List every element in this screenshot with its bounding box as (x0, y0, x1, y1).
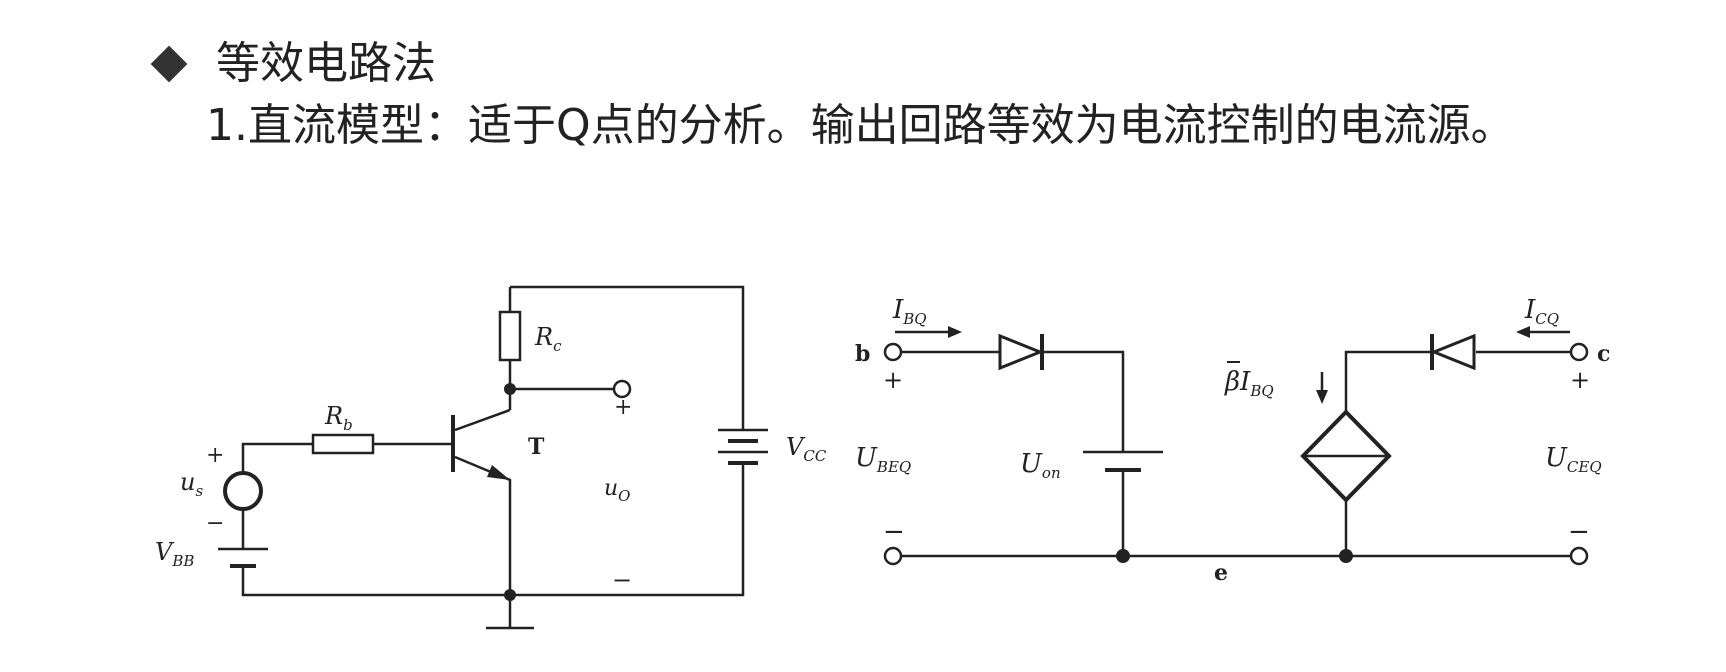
subtitle-text: 1.直流模型：适于Q点的分析。输出回路等效为电流控制的电流源。 (206, 100, 1515, 151)
terminal-e-left (883, 546, 903, 566)
slide-heading-block: 等效电路法 1.直流模型：适于Q点的分析。输出回路等效为电流控制的电流源。 (150, 36, 1515, 156)
uo-plus-sign: + (614, 395, 632, 420)
terminal-e-right (1569, 546, 1589, 566)
label-rc: Rc (534, 323, 562, 355)
label-transistor: T (528, 434, 545, 460)
arrow-beta-head (1316, 390, 1328, 404)
label-uceq: UCEQ (1545, 443, 1602, 476)
label-e: e (1214, 560, 1228, 586)
label-vcc: VCC (786, 433, 827, 465)
label-icq: ICQ (1524, 295, 1559, 328)
label-b: b (855, 341, 870, 367)
right-wire-b-diode (901, 350, 1125, 452)
heading-text: 等效电路法 (216, 38, 436, 89)
uo-minus-sign: − (612, 566, 632, 594)
label-vbb: VBB (155, 538, 194, 570)
diode-bc (1429, 333, 1476, 371)
left-circuit: Rc Rb T VCC us VBB uO + − + − (155, 285, 827, 630)
output-terminal-plus (612, 379, 632, 399)
c-minus-sign: − (1568, 517, 1590, 547)
label-rb: Rb (324, 402, 353, 434)
emitter-arrow (487, 465, 510, 480)
arrow-icq-head (1516, 326, 1530, 338)
left-wire-vcc-bottom (241, 463, 745, 597)
terminal-c (1569, 342, 1589, 362)
label-ibq: IBQ (892, 295, 927, 328)
us-minus-sign: − (206, 511, 224, 536)
right-circuit: b c e IBQ ICQ UBEQ UCEQ Uon βIBQ + + − − (855, 295, 1610, 586)
label-ubeq: UBEQ (855, 443, 911, 476)
label-us: us (180, 468, 203, 500)
ground-symbol (486, 595, 534, 630)
label-beta-ibq: βIBQ (1224, 367, 1274, 400)
label-uon: Uon (1020, 449, 1061, 482)
left-wire-base (241, 442, 453, 473)
b-plus-sign: + (883, 366, 903, 394)
terminal-b (883, 342, 903, 362)
heading-row: 等效电路法 (150, 36, 1515, 92)
resistor-rb (311, 433, 375, 455)
c-plus-sign: + (1570, 366, 1590, 394)
us-plus-sign: + (206, 443, 224, 468)
left-wire-top (510, 285, 745, 430)
label-c: c (1597, 341, 1610, 367)
label-uo: uO (604, 476, 630, 505)
transistor-collector (454, 408, 511, 432)
node-e-1 (1116, 549, 1130, 563)
signal-source-us (223, 471, 263, 511)
right-wire-source-top (1344, 350, 1571, 412)
resistor-rc (498, 310, 522, 362)
arrow-ibq-head (948, 326, 962, 338)
b-minus-sign: − (883, 517, 905, 547)
collector-node (504, 383, 516, 395)
diode-be (998, 333, 1045, 371)
